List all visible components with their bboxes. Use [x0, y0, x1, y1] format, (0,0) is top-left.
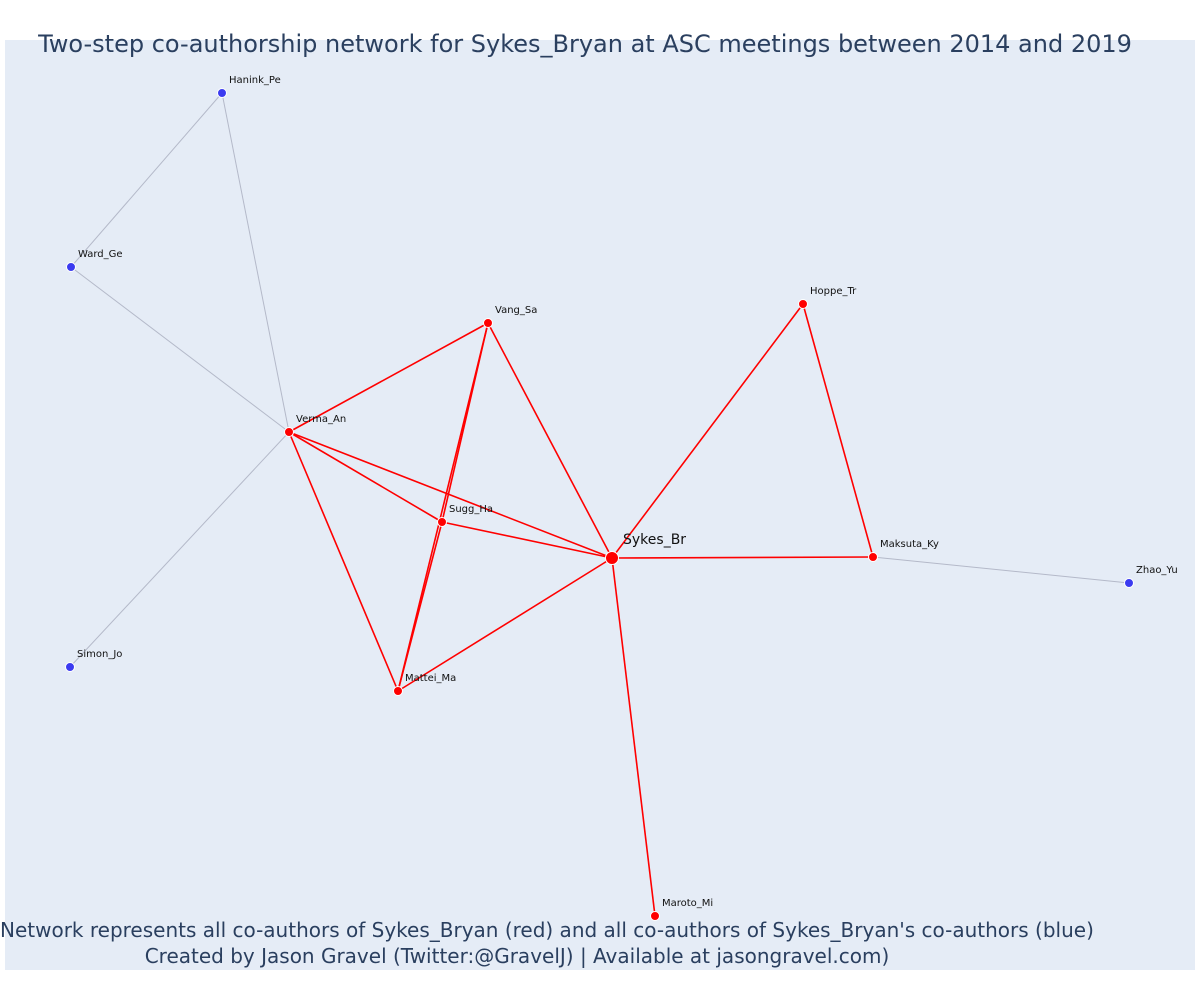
edge-Vang_Sa-Mattei_Ma: [397, 322, 489, 692]
edge-Verma_An-Ward_Ge: [70, 266, 290, 433]
node-label-Sykes_Br: Sykes_Br: [623, 532, 686, 548]
footer-credit: Created by Jason Gravel (Twitter:@Gravel…: [144, 944, 890, 968]
node-label-Zhao_Yu: Zhao_Yu: [1136, 565, 1178, 576]
node-Hanink_Pe[interactable]: [217, 88, 227, 98]
edge-Sugg_Ha-Mattei_Ma: [397, 521, 443, 692]
node-label-Ward_Ge: Ward_Ge: [78, 249, 123, 260]
node-label-Hoppe_Tr: Hoppe_Tr: [810, 286, 857, 297]
node-Hoppe_Tr[interactable]: [798, 299, 808, 309]
edge-Sugg_Ha-Vang_Sa: [441, 322, 489, 523]
nodes-layer: [65, 88, 1134, 921]
edge-Sykes_Br-Vang_Sa: [487, 322, 613, 559]
edge-Hoppe_Tr-Maksuta_Ky: [802, 303, 874, 558]
edge-Verma_An-Simon_Jo: [69, 431, 290, 668]
node-label-Maroto_Mi: Maroto_Mi: [662, 898, 713, 909]
node-label-Hanink_Pe: Hanink_Pe: [229, 75, 281, 86]
node-label-Vang_Sa: Vang_Sa: [495, 305, 537, 316]
edge-Sykes_Br-Mattei_Ma: [397, 557, 613, 692]
footer-caption: Network represents all co-authors of Syk…: [0, 918, 1094, 942]
node-label-Verma_An: Verma_An: [296, 414, 346, 425]
node-Simon_Jo[interactable]: [65, 662, 75, 672]
edge-Sykes_Br-Maroto_Mi: [611, 557, 656, 917]
node-Mattei_Ma[interactable]: [393, 686, 403, 696]
edge-Verma_An-Sugg_Ha: [288, 431, 443, 523]
edge-Verma_An-Mattei_Ma: [288, 431, 399, 692]
node-Sugg_Ha[interactable]: [437, 517, 447, 527]
edge-Hanink_Pe-Ward_Ge: [70, 92, 223, 268]
node-label-Sugg_Ha: Sugg_Ha: [449, 504, 493, 515]
node-label-Maksuta_Ky: Maksuta_Ky: [880, 539, 939, 550]
node-Verma_An[interactable]: [284, 427, 294, 437]
chart-title: Two-step co-authorship network for Sykes…: [38, 30, 1132, 58]
node-label-Simon_Jo: Simon_Jo: [77, 649, 122, 660]
edge-Verma_An-Vang_Sa: [288, 322, 489, 433]
plot-background: [5, 40, 1195, 970]
node-Ward_Ge[interactable]: [66, 262, 76, 272]
edge-Sykes_Br-Hoppe_Tr: [611, 303, 804, 559]
node-Maksuta_Ky[interactable]: [868, 552, 878, 562]
node-label-Mattei_Ma: Mattei_Ma: [405, 673, 456, 684]
node-Sykes_Br[interactable]: [605, 551, 619, 565]
edge-Verma_An-Hanink_Pe: [221, 92, 290, 433]
edge-Sykes_Br-Maksuta_Ky: [611, 556, 874, 559]
node-Maroto_Mi[interactable]: [650, 911, 660, 921]
edge-Sykes_Br-Verma_An: [288, 431, 613, 559]
edges-layer: [69, 92, 1130, 917]
node-Vang_Sa[interactable]: [483, 318, 493, 328]
edge-Maksuta_Ky-Zhao_Yu: [872, 556, 1130, 584]
edge-Sykes_Br-Sugg_Ha: [441, 521, 613, 559]
node-Zhao_Yu[interactable]: [1124, 578, 1134, 588]
